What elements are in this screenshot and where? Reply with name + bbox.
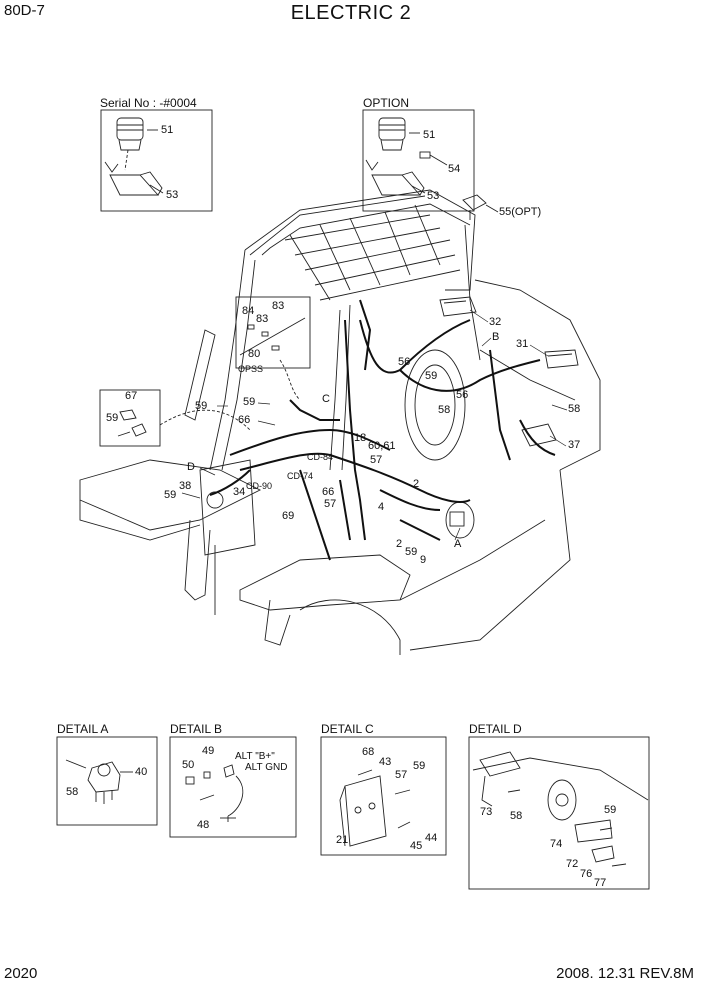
label-57b: 57 [324,498,337,510]
label-50: 50 [182,759,195,771]
label-73: 73 [480,806,493,818]
label-80: 80 [248,348,261,360]
label-59d: 59 [164,489,177,501]
label-21: 21 [336,834,349,846]
right-fender [239,554,411,611]
detail-a-box [56,736,158,826]
detail-b-title: DETAIL B [170,722,223,736]
label-59a: 59 [425,370,438,382]
label-59-d: 59 [604,804,617,816]
label-84: 84 [242,305,255,317]
lamp-31 [544,349,579,369]
label-34: 34 [233,486,246,498]
label-77: 77 [594,877,607,889]
detail-a-title: DETAIL A [57,722,109,736]
label-9: 9 [420,554,427,566]
label-56b: 56 [456,389,469,401]
label-18: 18 [354,432,367,444]
label-57a: 57 [370,454,383,466]
label-38: 38 [179,480,192,492]
label-55-opt: 55(OPT) [499,206,542,218]
label-2a: 2 [413,478,420,490]
opss-caption: OPSS [238,364,264,374]
label-66a: 66 [238,414,251,426]
label-74: 74 [550,838,563,850]
label-51-opt: 51 [423,129,436,141]
serial-inset-title: Serial No : -#0004 [100,96,197,110]
label-alt-gnd: ALT GND [245,762,288,773]
detail-c-box [320,736,447,856]
label-67: 67 [125,390,138,402]
model-code: 80D-7 [4,2,45,19]
label-76: 76 [580,868,593,880]
detail-d-box [468,736,650,890]
opss-inset-box [235,296,311,369]
label-69: 69 [282,510,295,522]
label-37: 37 [568,439,581,451]
label-C: C [322,393,330,405]
label-51: 51 [161,124,174,136]
label-48: 48 [197,819,210,831]
label-cd-84: CD-84 [307,452,334,462]
label-31: 31 [516,338,529,350]
label-cd-90: CD-90 [246,481,273,491]
option-inset-title: OPTION [363,96,410,110]
label-45: 45 [410,840,423,852]
page-number: 2020 [4,965,38,982]
label-72: 72 [566,858,579,870]
left-fender [79,459,262,531]
label-A: A [454,538,462,550]
label-83b: 83 [256,313,269,325]
clip-inset-box [99,389,161,447]
lamp-32 [439,296,477,317]
beacon-lamp-option [378,117,406,141]
label-cd-74: CD-74 [287,471,314,481]
label-59-clip: 59 [106,412,119,424]
detail-b-box [169,736,297,838]
label-58-a: 58 [66,786,79,798]
label-60-61: 60,61 [368,440,396,452]
label-59-c: 59 [413,760,426,772]
label-57-c: 57 [395,769,408,781]
label-58a: 58 [438,404,451,416]
detail-c-title: DETAIL C [321,722,374,736]
label-53-opt: 53 [427,190,440,202]
label-56a: 56 [398,356,411,368]
label-54: 54 [448,163,461,175]
label-59b: 59 [195,400,208,412]
label-43: 43 [379,756,392,768]
serial-inset-box [100,109,213,212]
label-2b: 2 [396,538,403,550]
label-40: 40 [135,766,148,778]
label-68: 68 [362,746,375,758]
label-53: 53 [166,189,179,201]
label-49: 49 [202,745,215,757]
page-title: ELECTRIC 2 [290,2,412,24]
label-32: 32 [489,316,502,328]
label-83a: 83 [272,300,285,312]
label-58b: 58 [568,403,581,415]
date-revision: 2008. 12.31 REV.8M [556,965,694,982]
label-66b: 66 [322,486,335,498]
label-44: 44 [425,832,438,844]
label-4: 4 [378,501,385,513]
label-59e: 59 [405,546,418,558]
label-alt-b: ALT "B+" [235,751,275,762]
option-inset-box [362,109,475,212]
detail-d-title: DETAIL D [469,722,522,736]
label-B: B [492,331,500,343]
label-58-d: 58 [510,810,523,822]
label-59c: 59 [243,396,256,408]
label-D: D [187,461,195,473]
beacon-lamp [116,117,144,141]
